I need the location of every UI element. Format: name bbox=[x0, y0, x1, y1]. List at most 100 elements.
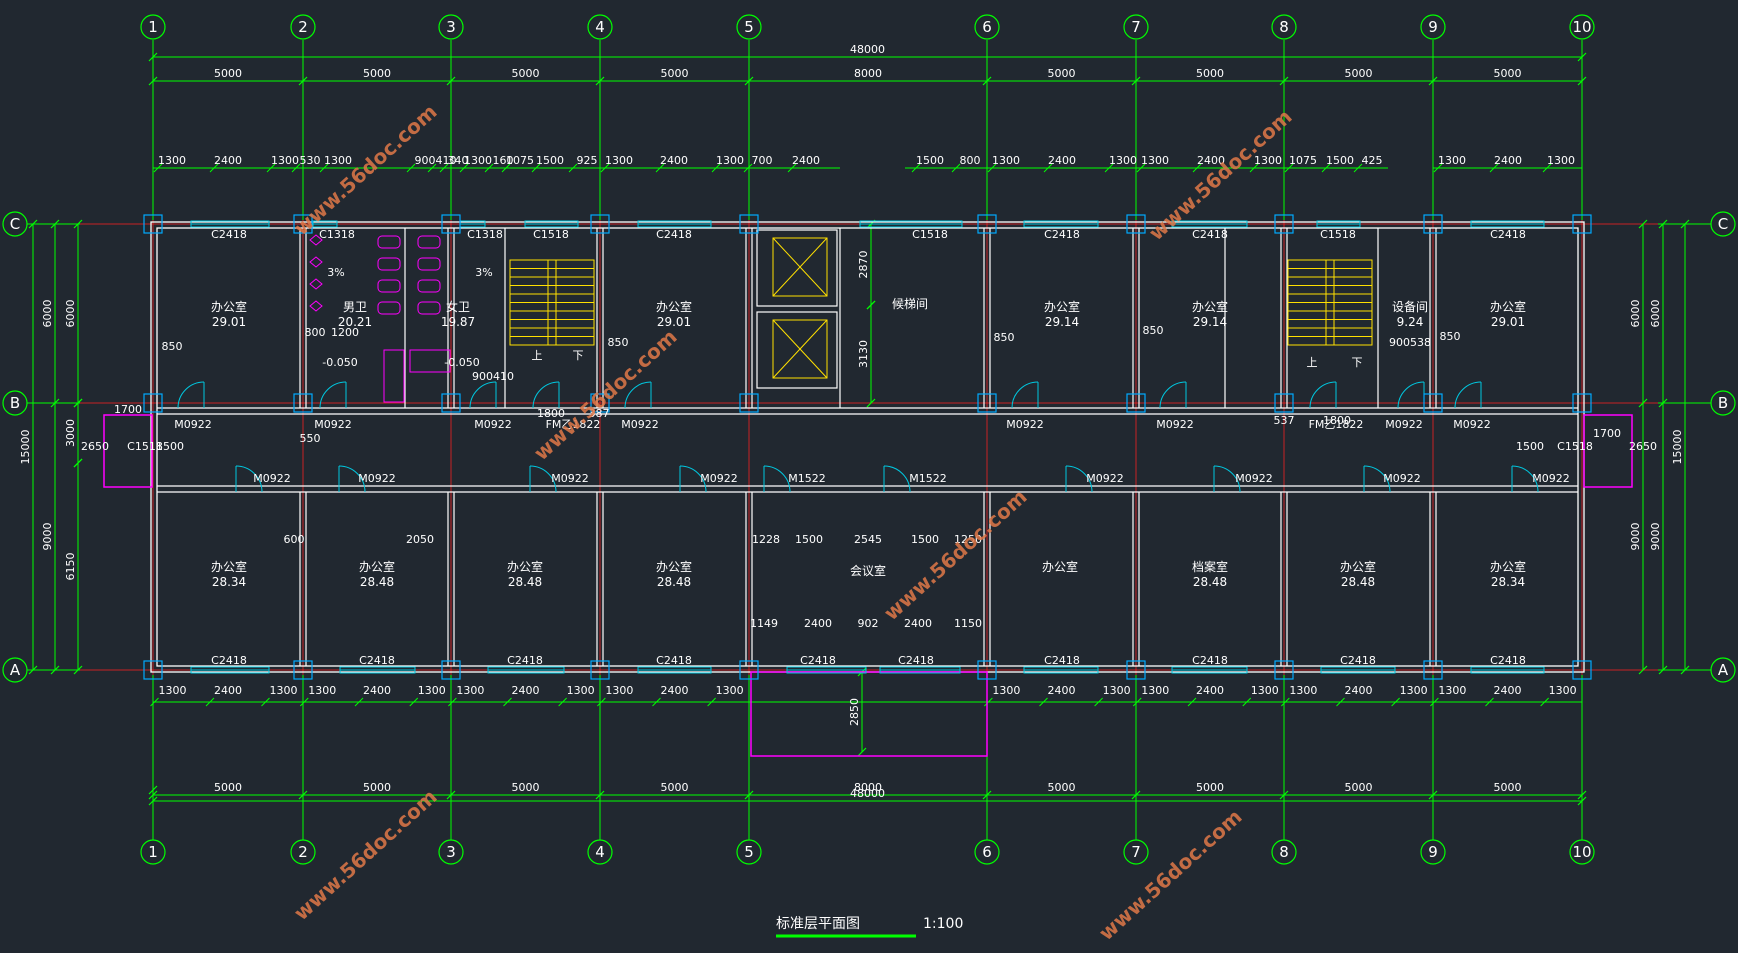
room-area: 28.48 bbox=[1193, 575, 1227, 589]
misc-label-d1800a: 1800 bbox=[537, 407, 565, 420]
detail-dim-top-tick bbox=[406, 163, 416, 173]
misc-label-d1500b: 1500 bbox=[911, 533, 939, 546]
columns bbox=[143, 214, 1592, 680]
axis-bubble bbox=[1271, 839, 1297, 865]
vdim-right-inner-value: 9000 bbox=[1629, 523, 1642, 551]
room-name: 办公室 bbox=[656, 559, 692, 574]
bay-dim-top-value: 8000 bbox=[854, 67, 882, 80]
room-name: 男卫 bbox=[343, 300, 367, 314]
misc-label-side_window_left: C1518 bbox=[127, 440, 163, 453]
column bbox=[1126, 214, 1146, 234]
detail-dim-top-tick bbox=[600, 163, 610, 173]
stair-left-well bbox=[547, 259, 557, 346]
column bbox=[1126, 660, 1146, 680]
vdim-stair-bottom-tick bbox=[866, 398, 876, 408]
axis-label: 1 bbox=[148, 18, 158, 36]
room-area: 29.01 bbox=[1491, 315, 1525, 329]
vdim-stair-bottom-value: 3130 bbox=[857, 340, 870, 368]
vdim-left-outer-tick bbox=[28, 665, 38, 675]
detail-dim-bottom-value: 1300 bbox=[1400, 684, 1428, 697]
axis-bubble bbox=[1710, 390, 1736, 416]
bay-dim-top-value: 5000 bbox=[1345, 67, 1373, 80]
bay-dim-bottom-value: 5000 bbox=[1048, 781, 1076, 794]
walls bbox=[103, 221, 1633, 757]
axis-bubble bbox=[587, 14, 613, 40]
misc-label-d850b: 850 bbox=[608, 336, 629, 349]
axis-label: C bbox=[1718, 215, 1728, 233]
door-label-upper: M0922 bbox=[1385, 418, 1423, 431]
misc-label-elev1: -0.050 bbox=[322, 356, 357, 369]
detail-dim-bottom-tick bbox=[1039, 697, 1048, 707]
detail-dim-bottom-tick bbox=[261, 697, 270, 707]
entrance-porch bbox=[750, 671, 988, 757]
detail-dim-top-tick bbox=[266, 163, 276, 173]
window-label-top: C1518 bbox=[533, 228, 569, 241]
vdim-left-lower-tick bbox=[73, 458, 83, 468]
door-label-upper: M0922 bbox=[1156, 418, 1194, 431]
detail-dim-top-tick bbox=[1192, 163, 1202, 173]
window-label-bottom: C2418 bbox=[359, 654, 395, 667]
vdim-right-mid-tick bbox=[1658, 398, 1668, 408]
detail-dim-top-value: 2400 bbox=[1197, 154, 1225, 167]
column bbox=[977, 660, 997, 680]
detail-dim-bottom-value: 2400 bbox=[363, 684, 391, 697]
misc-label-elev2: -0.050 bbox=[444, 356, 479, 369]
misc-label-d600: 600 bbox=[284, 533, 305, 546]
column bbox=[1572, 660, 1592, 680]
door-label-upper: FM乙1822 bbox=[546, 418, 601, 431]
toilet-stall-female bbox=[417, 301, 441, 315]
detail-dim-top-tick bbox=[1542, 163, 1552, 173]
axis-bubble bbox=[1123, 14, 1149, 40]
column bbox=[441, 660, 461, 680]
misc-label-d2545: 2545 bbox=[854, 533, 882, 546]
detail-dim-bottom-tick bbox=[1132, 697, 1142, 707]
axis-label: 3 bbox=[446, 843, 456, 861]
column bbox=[293, 660, 313, 680]
door-lower bbox=[763, 465, 791, 493]
column bbox=[441, 393, 461, 413]
column bbox=[1274, 393, 1294, 413]
detail-dim-bottom-tick bbox=[1336, 697, 1345, 707]
room-area: 20.21 bbox=[338, 315, 372, 329]
sink-female bbox=[409, 349, 451, 373]
bay-dim-bottom-value: 5000 bbox=[1494, 781, 1522, 794]
room-name: 女卫 bbox=[446, 299, 470, 314]
column bbox=[441, 214, 461, 234]
bay-dim-top-value: 5000 bbox=[512, 67, 540, 80]
detail-dim-top-tick bbox=[951, 163, 961, 173]
misc-label-d387: 387 bbox=[589, 407, 610, 420]
detail-dim-top-value: 1300 bbox=[1438, 154, 1466, 167]
room-name: 办公室 bbox=[507, 559, 543, 574]
detail-dim-bottom-value: 1300 bbox=[567, 684, 595, 697]
window-label-bottom: C2418 bbox=[800, 654, 836, 667]
bay-dim-bottom-value: 8000 bbox=[854, 781, 882, 794]
detail-dim-top-value: 160 bbox=[493, 154, 514, 167]
toilet-stall-female bbox=[417, 235, 441, 249]
misc-label-d2050: 2050 bbox=[406, 533, 434, 546]
toilet-stall-male bbox=[377, 235, 401, 249]
bay-dim-top-value: 5000 bbox=[1494, 67, 1522, 80]
detail-dim-bottom-tick bbox=[448, 697, 457, 707]
misc-label-slope2: 3% bbox=[475, 266, 492, 279]
bay-dim-bottom-value: 5000 bbox=[512, 781, 540, 794]
door-lower bbox=[1213, 465, 1241, 493]
axis-bubble bbox=[2, 211, 28, 237]
door-label-lower: M1522 bbox=[909, 472, 947, 485]
door-label-lower: M0922 bbox=[253, 472, 291, 485]
misc-label-d2400b: 2400 bbox=[904, 617, 932, 630]
door-upper bbox=[469, 381, 497, 409]
detail-dim-top-tick bbox=[568, 163, 578, 173]
detail-dim-top-value: 1075 bbox=[506, 154, 534, 167]
stair-right-well bbox=[1325, 259, 1335, 346]
column bbox=[293, 393, 313, 413]
column bbox=[1423, 214, 1443, 234]
axis-bubble bbox=[438, 839, 464, 865]
axis-label: 7 bbox=[1131, 843, 1141, 861]
misc-label-d850a: 850 bbox=[162, 340, 183, 353]
room-name: 档案室 bbox=[1192, 559, 1228, 574]
windows bbox=[190, 220, 1545, 674]
door-lower bbox=[1065, 465, 1093, 493]
vdim-right-inner-tick bbox=[1638, 219, 1648, 229]
room-area: 19.87 bbox=[441, 315, 475, 329]
detail-dim-top-value: 1300 bbox=[1109, 154, 1137, 167]
